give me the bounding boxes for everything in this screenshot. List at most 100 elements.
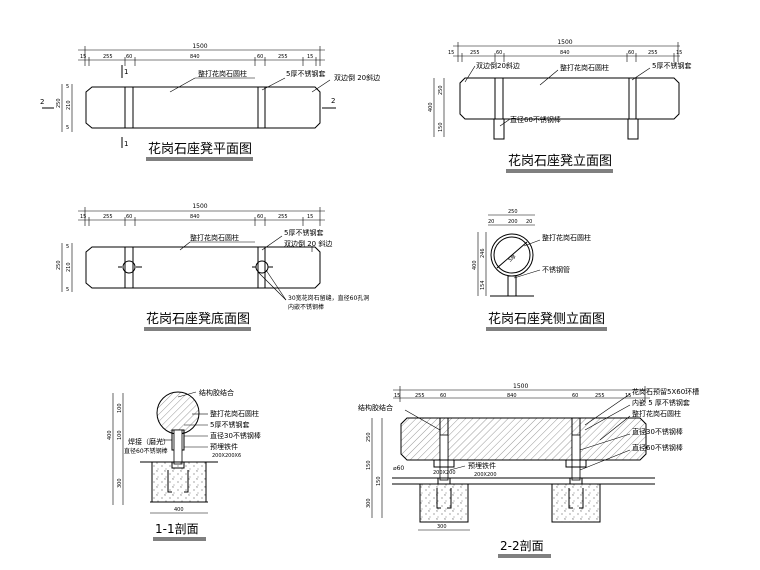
elev-dim: 15 [676, 50, 682, 56]
elev-dim: 60 [496, 50, 502, 56]
bottom-dim: 15 [80, 214, 86, 220]
sec2-dim-left: 300 [366, 498, 372, 508]
sec2-dim-left: 150 [366, 460, 372, 470]
side-view: 250 20 200 20 400 246 154 5厚 整打花岗石圆柱 不锈钢… [472, 209, 607, 331]
elev-label-chamfer: 双边倒20斜边 [476, 61, 520, 70]
sec1-dim: 400 [107, 430, 113, 440]
bottom-label-chamfer: 双边倒 20 斜边 [284, 239, 332, 248]
elev-dim: 255 [648, 50, 658, 56]
plan-dim: 60 [257, 54, 263, 60]
sec1-label-column: 整打花岗石圆柱 [210, 409, 259, 418]
side-dim: 20 [526, 219, 532, 225]
bottom-side-dim: 5 [66, 244, 69, 250]
side-side-dim: 246 [480, 248, 486, 258]
elev-dim: 60 [628, 50, 634, 56]
plan-dim: 840 [190, 54, 200, 60]
side-label-inner: 5厚 [507, 254, 517, 264]
sec2-dim-left: 250 [366, 432, 372, 442]
sec1-dim: 300 [117, 478, 123, 488]
bottom-dim: 60 [257, 214, 263, 220]
side-label-column: 整打花岗石圆柱 [542, 233, 591, 242]
section-mark: 1 [124, 140, 128, 148]
sec2-label-column: 整打花岗石圆柱 [632, 409, 681, 418]
sec1-label-glue: 结构胶结合 [199, 388, 234, 397]
sec1-label-rod60: 直径60不锈钢棒 [124, 447, 168, 455]
sec2-label-sleeve: 内嵌 5 厚不锈钢套 [632, 398, 690, 407]
section-mark: 1 [124, 68, 128, 76]
bottom-label-sleeve: 5厚不锈钢套 [284, 228, 323, 237]
plan-title: 花岗石座凳平面图 [148, 141, 252, 157]
bottom-side-dim: 210 [66, 262, 72, 272]
bottom-label-column: 整打花岗石圆柱 [190, 233, 239, 242]
sec2-dim: 60 [572, 393, 578, 399]
section-2-view: 1500 15 255 60 840 60 255 15 250 150 150… [358, 383, 699, 558]
sec2-label-embed: 预埋铁件 [468, 461, 496, 470]
sec2-label-rod60: 直径60不锈钢棒 [632, 443, 683, 452]
bottom-title: 花岗石座凳底面图 [146, 311, 250, 327]
plan-view: 1500 15 255 60 840 60 255 15 5 250 210 5… [40, 43, 380, 161]
bottom-side-dim: 5 [66, 287, 69, 293]
sec2-dim: 15 [394, 393, 400, 399]
sec2-label-glue: 结构胶结合 [358, 403, 393, 412]
sec2-dim-total: 1500 [513, 383, 528, 390]
side-dim: 200 [508, 219, 518, 225]
sec2-label-groove: 花岗石预留5X60环槽 [632, 387, 699, 396]
elev-dim: 255 [470, 50, 480, 56]
side-side-dim: 400 [472, 260, 478, 270]
sec1-dim: 100 [117, 430, 123, 440]
sec2-dim-left: 150 [376, 476, 382, 486]
sec2-dim: 15 [625, 393, 631, 399]
bottom-view: 1500 15 255 60 840 60 255 15 5 250 210 5… [56, 203, 369, 331]
plan-dim: 15 [307, 54, 313, 60]
plan-dim: 60 [126, 54, 132, 60]
elevation-view: 1500 15 255 60 840 60 255 15 400 250 150… [428, 39, 691, 173]
plan-side-dim: 5 [66, 84, 69, 90]
bottom-dim-total: 1500 [192, 203, 207, 210]
sec1-label-rod30: 直径30不锈钢棒 [210, 431, 261, 440]
elev-dim: 15 [448, 50, 454, 56]
elev-label-sleeve: 5厚不锈钢套 [652, 61, 691, 70]
plan-side-dim: 250 [56, 98, 62, 108]
plan-side-dim: 210 [66, 100, 72, 110]
sec2-label-rod30: 直径30不锈钢棒 [632, 427, 683, 436]
section-mark: 2 [40, 98, 44, 106]
bottom-label-groove: 30宽花岗石留缝，直径60孔洞 [288, 294, 369, 302]
elev-side-dim: 150 [438, 122, 444, 132]
elev-dim: 840 [560, 50, 570, 56]
plan-dim: 255 [278, 54, 288, 60]
elev-label-column: 整打花岗石圆柱 [560, 63, 609, 72]
elevation-title: 花岗石座凳立面图 [508, 153, 612, 169]
plan-label-sleeve: 5厚不锈钢套 [286, 69, 325, 78]
bottom-dim: 840 [190, 214, 200, 220]
section1-title: 1-1剖面 [155, 522, 199, 536]
elev-side-dim: 400 [428, 102, 434, 112]
sec2-dim: 255 [595, 393, 605, 399]
sec2-label-embed-size: 200X200 [474, 472, 497, 478]
sec2-dim-bottom: 300 [437, 524, 447, 530]
sec1-label-weld: 焊接（磨光） [128, 437, 170, 446]
plan-label-chamfer: 双边倒 20斜边 [334, 73, 380, 82]
side-side-dim: 154 [480, 280, 486, 290]
sec2-dim: 255 [415, 393, 425, 399]
sec2-label-d60: ⌀60 [393, 465, 404, 472]
sec1-label-embed: 预埋铁件 [210, 442, 238, 451]
section-1-view: 400 100 100 300 400 结构胶结合 [107, 388, 261, 541]
side-dim-top: 250 [508, 209, 518, 215]
bottom-dim: 15 [307, 214, 313, 220]
section-mark: 2 [331, 97, 335, 105]
plan-side-dim: 5 [66, 125, 69, 131]
sec1-label-sleeve: 5厚不锈钢套 [210, 420, 249, 429]
sec2-dim: 840 [507, 393, 517, 399]
sec2-label-small: 200X200 [433, 470, 456, 476]
sec1-dim-bottom: 400 [174, 507, 184, 513]
elev-side-dim: 250 [438, 85, 444, 95]
bottom-dim: 255 [103, 214, 113, 220]
elev-dim-total: 1500 [557, 39, 572, 46]
elev-label-rod: 直径60不锈钢棒 [510, 115, 561, 124]
bottom-label-groove-rod: 内嵌不锈钢棒 [288, 303, 324, 311]
bottom-dim: 255 [278, 214, 288, 220]
plan-dim: 255 [103, 54, 113, 60]
plan-label-column: 整打花岗石圆柱 [198, 69, 247, 78]
sec2-dim: 60 [440, 393, 446, 399]
